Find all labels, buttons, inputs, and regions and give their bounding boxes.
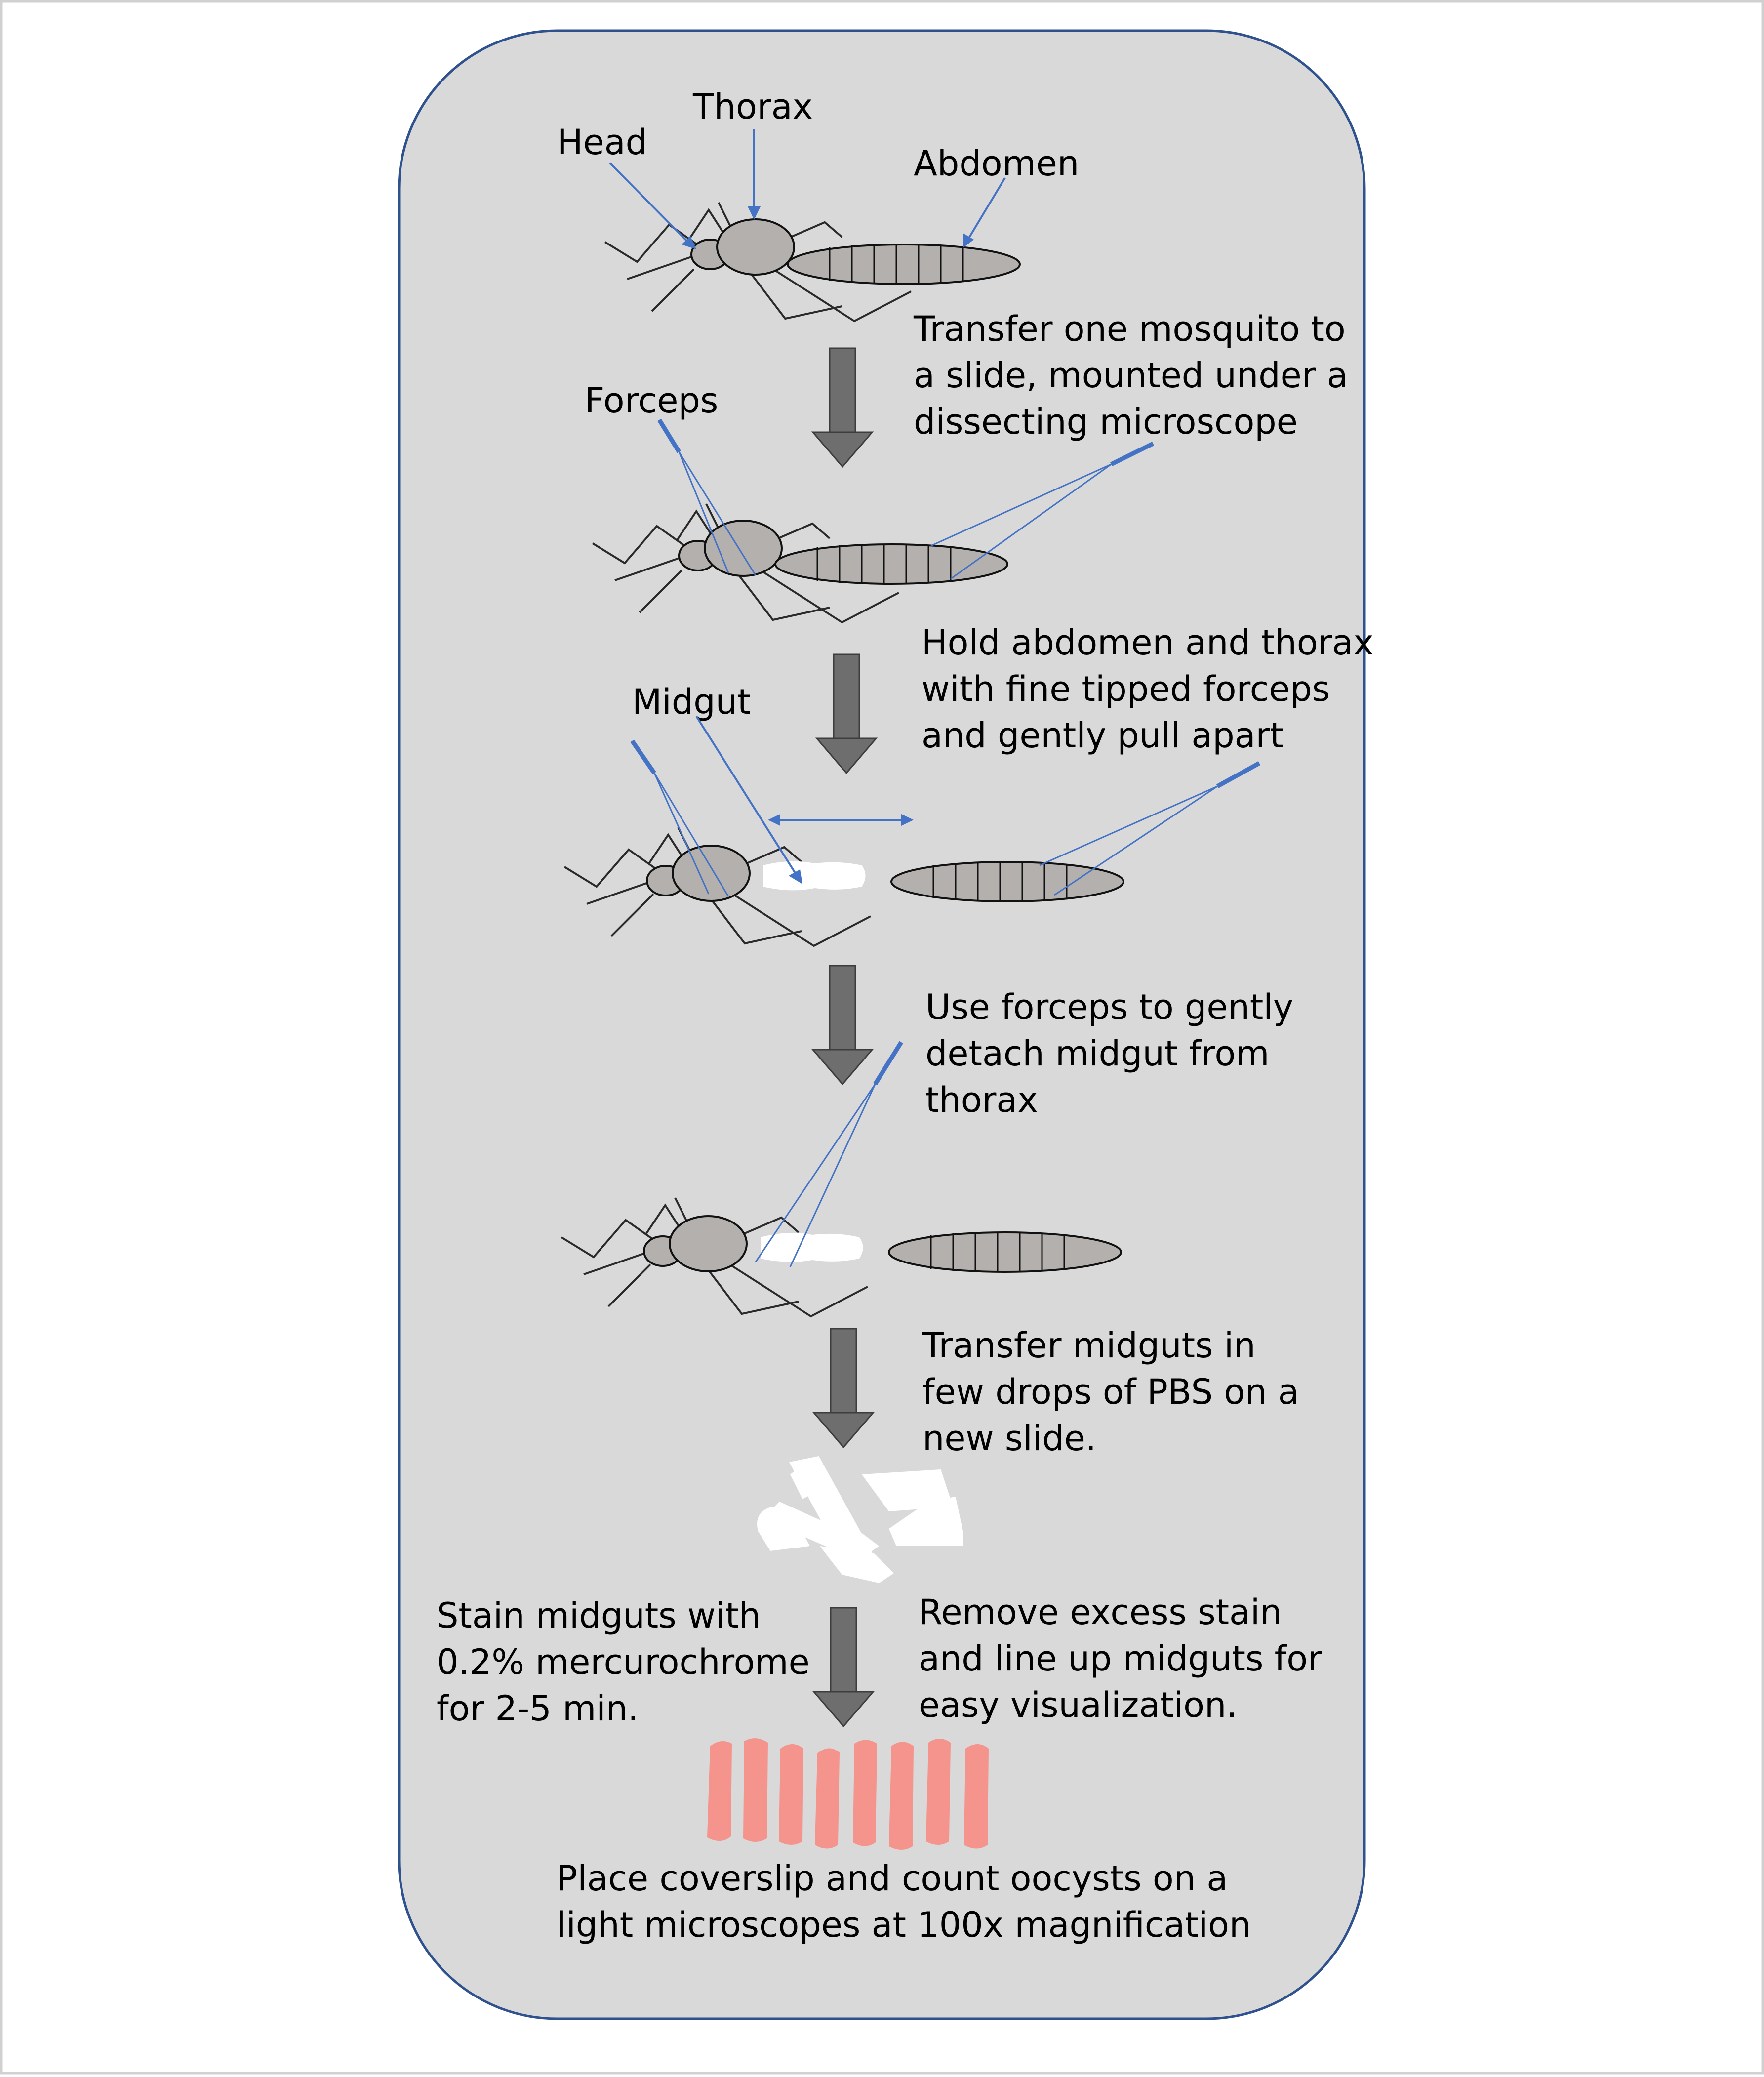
step-5-right-line-3: easy visualization. bbox=[919, 1685, 1238, 1725]
step-4-text: Transfer midguts in few drops of PBS on … bbox=[922, 1325, 1310, 1459]
stained-midgut-5 bbox=[853, 1740, 877, 1846]
mosquito-3 bbox=[563, 826, 1124, 947]
label-midgut: Midgut bbox=[632, 682, 751, 722]
forceps-right-2 bbox=[1039, 761, 1261, 896]
stained-midgut-7 bbox=[926, 1739, 951, 1845]
forceps-left bbox=[657, 418, 757, 576]
step-5-right-text: Remove excess stain and line up midguts … bbox=[919, 1592, 1333, 1725]
head-pointer bbox=[609, 162, 691, 245]
step-2-text: Hold abdomen and thorax with fine tipped… bbox=[922, 622, 1385, 756]
step-1-line-1: Transfer one mosquito to bbox=[913, 309, 1346, 349]
label-thorax: Thorax bbox=[692, 86, 813, 127]
stained-midgut-4 bbox=[815, 1748, 840, 1849]
forceps-left-2 bbox=[630, 739, 729, 897]
pull-apart-arrow bbox=[768, 814, 914, 826]
step-3-line-2: detach midgut from bbox=[925, 1033, 1269, 1074]
step-5-right-line-1: Remove excess stain bbox=[919, 1592, 1282, 1632]
step-6-line-1: Place coverslip and count oocysts on a bbox=[557, 1858, 1228, 1899]
abdomen-pointer bbox=[967, 177, 1006, 241]
step-2-line-3: and gently pull apart bbox=[922, 715, 1283, 756]
label-abdomen: Abdomen bbox=[914, 143, 1079, 184]
step-1-text: Transfer one mosquito to a slide, mounte… bbox=[913, 309, 1359, 442]
step-1-line-3: dissecting microscope bbox=[914, 402, 1298, 442]
midgut-pointer bbox=[695, 715, 799, 878]
forceps-detach bbox=[755, 1041, 903, 1267]
stained-midgut-1 bbox=[707, 1741, 732, 1841]
midguts-in-pbs bbox=[757, 1456, 963, 1583]
stained-midgut-3 bbox=[779, 1744, 803, 1845]
step-6-text: Place coverslip and count oocysts on a l… bbox=[557, 1858, 1251, 1945]
step-2-line-1: Hold abdomen and thorax bbox=[922, 622, 1374, 663]
step-3-text: Use forceps to gently detach midgut from… bbox=[925, 987, 1304, 1120]
mosquito-4 bbox=[561, 1197, 1122, 1317]
step-5-left-line-3: for 2-5 min. bbox=[437, 1688, 639, 1729]
step-1-line-2: a slide, mounted under a bbox=[914, 355, 1348, 396]
forceps-right bbox=[930, 441, 1154, 580]
detached-midgut bbox=[761, 1233, 863, 1262]
step-4-line-3: new slide. bbox=[922, 1418, 1096, 1459]
stained-midgut-2 bbox=[743, 1738, 768, 1842]
step-3-line-1: Use forceps to gently bbox=[925, 987, 1293, 1027]
step-5-left-line-2: 0.2% mercurochrome bbox=[437, 1642, 810, 1682]
label-forceps: Forceps bbox=[585, 380, 718, 421]
step-3-line-3: thorax bbox=[925, 1080, 1038, 1120]
stained-midgut-6 bbox=[889, 1742, 914, 1850]
step-2-line-2: with fine tipped forceps bbox=[922, 669, 1330, 709]
background-panel bbox=[398, 29, 1366, 2020]
step-6-line-2: light microscopes at 100x magnification bbox=[557, 1905, 1251, 1945]
label-head: Head bbox=[557, 122, 647, 163]
exposed-midgut bbox=[763, 861, 866, 891]
step-4-line-1: Transfer midguts in bbox=[922, 1325, 1256, 1366]
step-5-right-line-2: and line up midguts for bbox=[919, 1638, 1322, 1679]
step-5-left-line-1: Stain midguts with bbox=[437, 1595, 761, 1636]
stained-midguts-row bbox=[707, 1738, 989, 1850]
stained-midgut-8 bbox=[964, 1744, 989, 1849]
step-4-line-2: few drops of PBS on a bbox=[922, 1372, 1299, 1412]
step-5-left-text: Stain midguts with 0.2% mercurochrome fo… bbox=[437, 1595, 821, 1729]
